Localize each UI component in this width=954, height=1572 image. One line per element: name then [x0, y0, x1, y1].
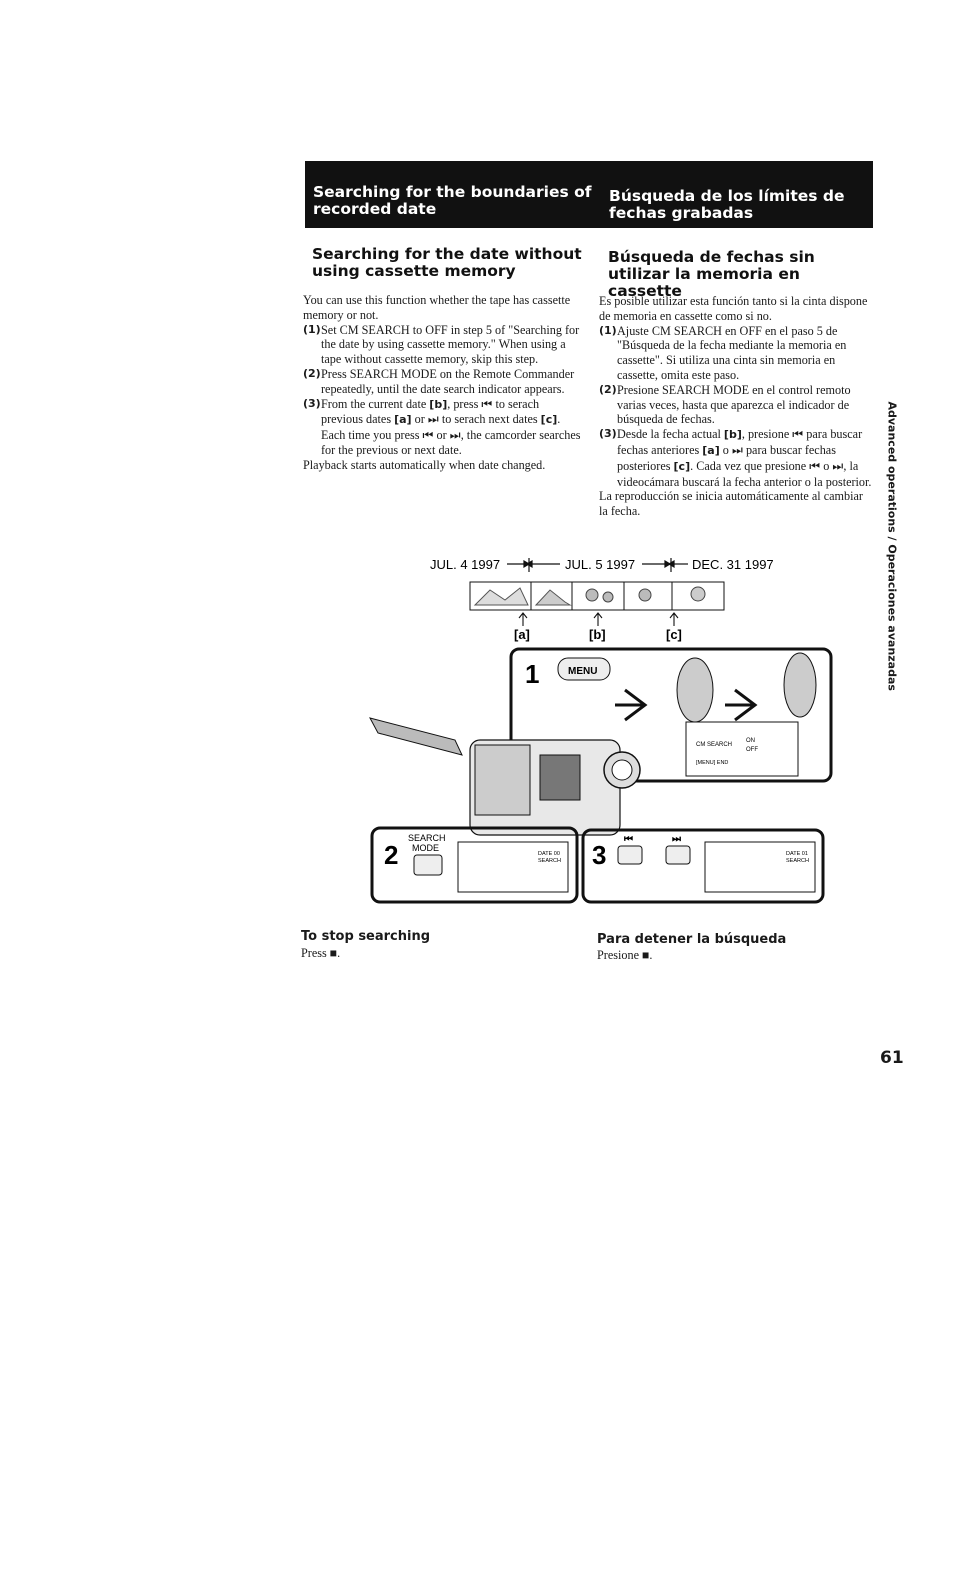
stop-text-en: Press ■.: [301, 946, 341, 960]
text-part: From the current date: [321, 396, 430, 411]
marker-b: [b]: [723, 428, 742, 442]
step-3-panel: 3 ⏮ ⏭ DATE 01 SEARCH: [581, 828, 825, 904]
text-part: or ⏭ to serach next dates: [411, 412, 541, 427]
off-label: OFF: [746, 747, 758, 753]
step-text: From the current date [b], press ⏮ to se…: [321, 397, 583, 458]
marker-c: [c]: [540, 413, 558, 427]
header-band: [305, 161, 873, 228]
arrow-right-icon: [725, 688, 758, 722]
date-search-label: DATE 00: [538, 851, 560, 857]
step-1-panel: 1 MENU CM SEARCH ON OFF [MENU] END: [509, 647, 833, 783]
step-2-panel: 2 SEARCH MODE DATE 00 SEARCH: [370, 826, 579, 904]
step-number: (2): [303, 366, 321, 380]
text-part: o ⏭ para buscar fechas posteriores: [617, 442, 836, 473]
on-label: ON: [746, 738, 755, 744]
next-symbol: ⏭: [672, 834, 681, 845]
step-3-en: (3) From the current date [b], press ⏮ t…: [303, 397, 583, 458]
marker-a: [a]: [702, 443, 720, 457]
prev-button-icon: [617, 845, 643, 865]
side-tab: Advanced operations / Operaciones avanza…: [882, 401, 900, 691]
tape-strip: [469, 581, 725, 611]
text-part: . Each time you press ⏮ or ⏭, the camcor…: [321, 412, 581, 457]
date-label-2: JUL. 5 1997: [565, 557, 635, 572]
remote-commander-icon: [369, 717, 463, 756]
intro-en: You can use this function whether the ta…: [303, 293, 571, 322]
text-part: , presione ⏮ para buscar fechas anterior…: [617, 427, 863, 457]
text-part: , press ⏮ to serach previous dates: [321, 396, 540, 427]
marker-arrows: [518, 612, 679, 626]
timeline-arrows: [507, 558, 688, 572]
search-mode-label-1: SEARCH: [408, 833, 446, 843]
step-number: (2): [599, 382, 617, 396]
marker-a: [a]: [394, 413, 412, 427]
text-part: . Cada vez que presione ⏮ o ⏭, la videoc…: [617, 458, 872, 489]
step-number: (1): [303, 322, 321, 336]
step-text: Press SEARCH MODE on the Remote Commande…: [321, 366, 575, 396]
section-title-es: Búsqueda de fechas sin utilizar la memor…: [608, 248, 815, 300]
side-tab-label: Advanced operations / Operaciones avanza…: [885, 401, 899, 691]
step-text: Ajuste CM SEARCH en OFF en el paso 5 de …: [617, 323, 847, 382]
marker-a-label: [a]: [514, 627, 530, 642]
step-3-es: (3) Desde la fecha actual [b], presione …: [599, 427, 874, 489]
search-diagram: JUL. 4 1997 JUL. 5 1997 DEC. 31 1997 [a]…: [369, 557, 833, 904]
body-es: Es posible utilizar esta función tanto s…: [599, 294, 874, 519]
menu-button-label: MENU: [568, 666, 597, 677]
menu-end-label: [MENU] END: [696, 760, 728, 766]
step-2-en: (2) Press SEARCH MODE on the Remote Comm…: [303, 367, 583, 397]
step-text: Presione SEARCH MODE en el control remot…: [617, 382, 851, 427]
outro-es: La reproducción se inicia automáticament…: [599, 489, 863, 519]
step-1-es: (1) Ajuste CM SEARCH en OFF en el paso 5…: [599, 324, 874, 383]
step-number: (3): [303, 396, 321, 410]
step-3-number: 3: [592, 840, 606, 870]
page-number: 61: [880, 1048, 904, 1068]
intro-es: Es posible utilizar esta función tanto s…: [599, 294, 868, 323]
header-title-en: Searching for the boundaries of recorded…: [313, 183, 592, 218]
marker-b-label: [b]: [589, 627, 606, 642]
date-search-label: SEARCH: [786, 858, 809, 864]
prev-symbol: ⏮: [624, 834, 633, 845]
header-title-es: Búsqueda de los límites de fechas grabad…: [609, 187, 845, 222]
stop-title-es: Para detener la búsqueda: [597, 932, 787, 947]
step-number: (1): [599, 323, 617, 337]
text-part: Desde la fecha actual: [617, 427, 724, 442]
search-mode-label-2: MODE: [412, 843, 439, 853]
step-2-number: 2: [384, 840, 398, 870]
outro-en: Playback starts automatically when date …: [303, 457, 546, 472]
control-dial-icon: [783, 652, 817, 718]
date-label-3: DEC. 31 1997: [692, 557, 774, 572]
search-mode-button-icon: [413, 854, 443, 876]
step-2-es: (2) Presione SEARCH MODE en el control r…: [599, 383, 874, 427]
control-dial-icon: [676, 657, 714, 723]
marker-c: [c]: [673, 459, 691, 473]
marker-c-label: [c]: [666, 627, 682, 642]
section-title-en: Searching for the date without using cas…: [312, 245, 582, 280]
date-label-1: JUL. 4 1997: [430, 557, 500, 572]
step-text: Desde la fecha actual [b], presione ⏮ pa…: [617, 427, 874, 489]
next-button-icon: [665, 845, 691, 865]
step-text: Set CM SEARCH to OFF in step 5 of "Searc…: [321, 322, 580, 367]
step-number: (3): [599, 427, 617, 441]
date-search-label: DATE 01: [786, 851, 808, 857]
arrow-right-icon: [615, 688, 648, 722]
cm-search-label: CM SEARCH: [696, 742, 732, 748]
step-1-number: 1: [525, 659, 539, 689]
camcorder-icon: [469, 739, 641, 836]
stop-text-es: Presione ■.: [597, 948, 653, 962]
body-en: You can use this function whether the ta…: [303, 293, 583, 473]
step-1-en: (1) Set CM SEARCH to OFF in step 5 of "S…: [303, 323, 583, 367]
stop-title-en: To stop searching: [301, 929, 431, 944]
date-search-label: SEARCH: [538, 858, 561, 864]
marker-b: [b]: [429, 397, 448, 411]
